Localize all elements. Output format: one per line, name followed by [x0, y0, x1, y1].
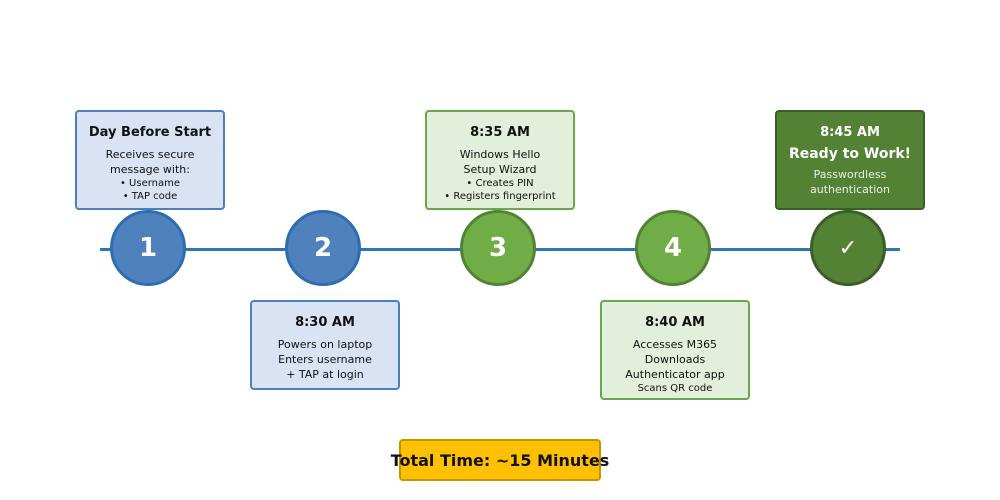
step-3-card: 8:35 AM Windows Hello Setup Wizard • Cre…	[425, 110, 575, 210]
step-5-title: 8:45 AM	[820, 125, 880, 140]
total-time-badge: Total Time: ~15 Minutes	[391, 439, 609, 481]
step-1-bullet-2: • TAP code	[122, 191, 178, 202]
step-1-bullet-1: • Username	[119, 178, 181, 189]
step-5-headline: Ready to Work!	[788, 146, 912, 162]
step-3-bullet-2: • Registers fingerprint	[444, 191, 556, 202]
step-4-line-3: Authenticator app	[625, 368, 725, 381]
step-3-line-2: Setup Wizard	[463, 163, 537, 176]
step-3-bullet-1: • Creates PIN	[466, 178, 534, 189]
step-2-line-2: Enters username	[278, 353, 372, 366]
step-2-line-3: + TAP at login	[286, 368, 364, 381]
step-1-node: 1	[110, 210, 186, 286]
step-4-note: Scans QR code	[637, 383, 713, 394]
step-3-title: 8:35 AM	[470, 125, 530, 140]
step-3-line-1: Windows Hello	[459, 148, 541, 161]
step-2-title: 8:30 AM	[295, 315, 355, 330]
step-2-node: 2	[285, 210, 361, 286]
step-4-title: 8:40 AM	[645, 315, 705, 330]
step-1-line-1: Receives secure	[105, 148, 195, 161]
step-3-node: 3	[460, 210, 536, 286]
step-5-line-1: Passwordless	[813, 168, 887, 181]
step-2-card: 8:30 AM Powers on laptop Enters username…	[250, 300, 400, 390]
step-5-line-2: authentication	[810, 183, 890, 196]
step-5-card: 8:45 AM Ready to Work! Passwordless auth…	[775, 110, 925, 210]
step-5-check-node: ✓	[810, 210, 886, 286]
total-time-label: Total Time: ~15 Minutes	[390, 450, 610, 470]
step-1-card: Day Before Start Receives secure message…	[75, 110, 225, 210]
step-4-node: 4	[635, 210, 711, 286]
step-4-line-1: Accesses M365	[632, 338, 718, 351]
step-4-line-2: Downloads	[644, 353, 706, 366]
step-1-title: Day Before Start	[88, 125, 212, 140]
step-2-line-1: Powers on laptop	[277, 338, 373, 351]
step-4-card: 8:40 AM Accesses M365 Downloads Authenti…	[600, 300, 750, 400]
step-1-line-2: message with:	[110, 163, 190, 176]
